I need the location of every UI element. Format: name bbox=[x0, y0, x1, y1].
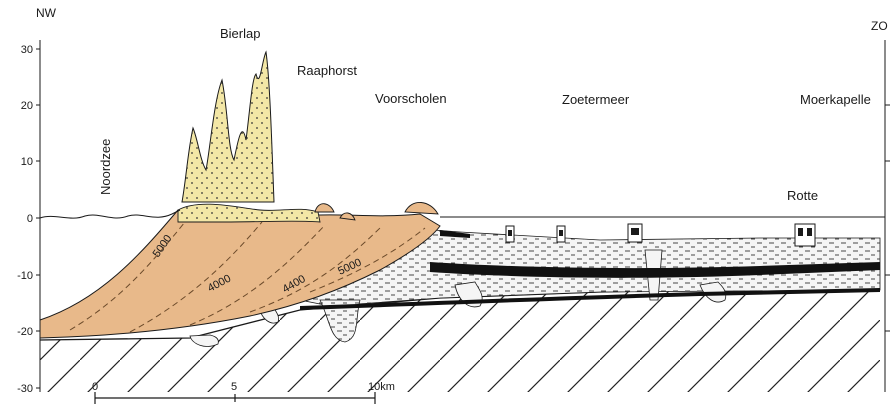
y-tick-label: -20 bbox=[17, 326, 33, 338]
place-label-noordzee: Noordzee bbox=[98, 139, 113, 195]
y-tick-label: 30 bbox=[21, 44, 33, 56]
y-tick-label: 20 bbox=[21, 100, 33, 112]
y-tick-label: -10 bbox=[17, 270, 33, 282]
y-tick-label: 10 bbox=[21, 156, 33, 168]
nw-label: NW bbox=[36, 6, 57, 20]
scale-end-label: 10km bbox=[368, 381, 395, 393]
y-tick-label: -30 bbox=[17, 383, 33, 395]
labels: NW ZO Noordzee Bierlap Raaphorst Voorsch… bbox=[36, 6, 888, 203]
scale-mid-label: 5 bbox=[231, 381, 237, 393]
place-label-rotte: Rotte bbox=[787, 188, 818, 203]
place-label-bierlap: Bierlap bbox=[220, 26, 260, 41]
place-label-moerkapelle: Moerkapelle bbox=[800, 92, 871, 107]
y-axis: 30 20 10 0 -10 -20 -30 bbox=[17, 40, 40, 395]
place-label-voorscholen: Voorscholen bbox=[375, 91, 447, 106]
y-tick-marks bbox=[36, 49, 40, 388]
scale-start-label: 0 bbox=[92, 381, 98, 393]
y-tick-label: 0 bbox=[27, 213, 33, 225]
zo-label: ZO bbox=[871, 19, 888, 33]
right-axis bbox=[885, 40, 890, 392]
young-dunes bbox=[182, 52, 274, 202]
place-label-raaphorst: Raaphorst bbox=[297, 63, 357, 78]
place-label-zoetermeer: Zoetermeer bbox=[562, 92, 630, 107]
surface-lines bbox=[40, 210, 885, 218]
